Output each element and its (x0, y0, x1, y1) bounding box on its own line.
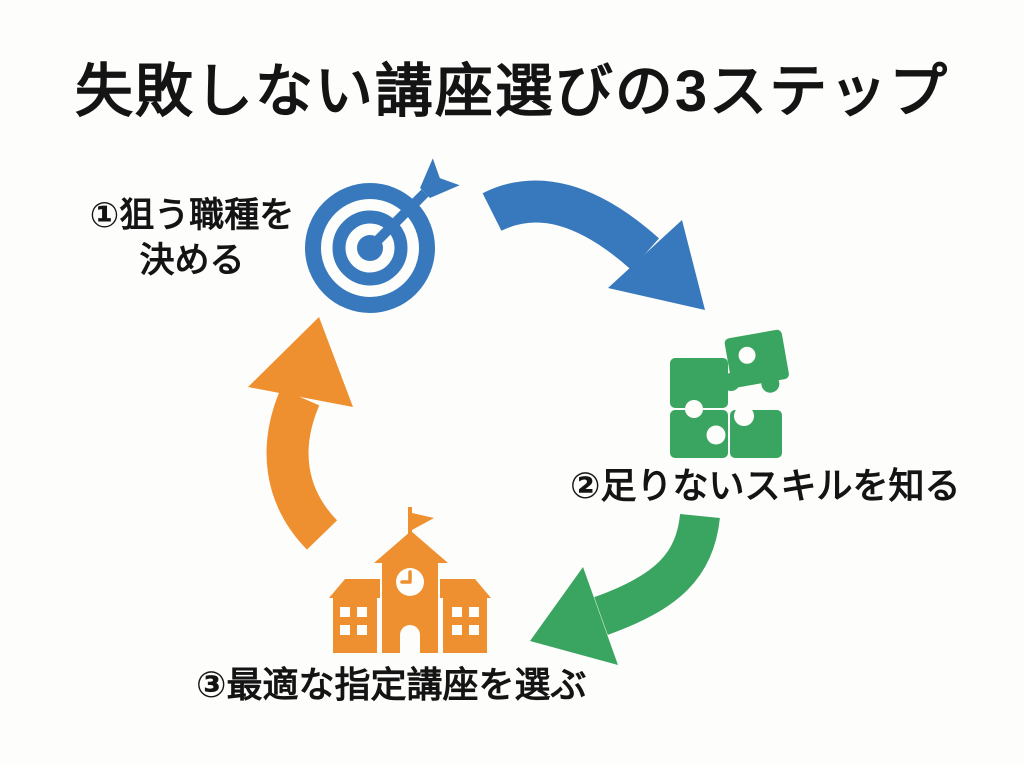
right-wing-roof (440, 579, 491, 598)
left-wing (333, 598, 377, 653)
step1-label: ①狙う職種を 決める (89, 196, 295, 280)
puzzle-notch (734, 406, 754, 426)
arrow-head (530, 567, 618, 665)
puzzle-notch (738, 346, 756, 364)
arrow-head (608, 220, 705, 310)
puzzle-piece-top-left (670, 358, 728, 408)
puzzle-icon (670, 329, 789, 458)
arrow-shaft (594, 513, 720, 635)
step2-label: ②足りないスキルを知る (570, 465, 961, 506)
dart-shaft (366, 189, 429, 252)
arrow-shaft (266, 388, 338, 550)
puzzle-tab (761, 374, 780, 393)
puzzle-piece-bottom-left (670, 410, 728, 458)
right-wing-windows (452, 607, 479, 635)
step3-label: ③最適な指定講座を選ぶ (196, 664, 587, 705)
page-title: 失敗しない講座選びの3ステップ (74, 59, 950, 124)
arrow-step3-to-step1 (248, 317, 353, 550)
bullseye-outer-ring (305, 183, 435, 313)
bullseye-middle-ring (332, 210, 408, 286)
flag-pole (408, 507, 412, 545)
arrow-step2-to-step3 (530, 513, 720, 665)
arrow-head (248, 317, 353, 407)
puzzle-piece-top-right-detached (724, 329, 789, 388)
puzzle-notch (685, 400, 703, 418)
tower-roof (374, 531, 448, 563)
door (400, 625, 420, 653)
left-wing-windows (340, 607, 367, 635)
arrow-step1-to-step2 (482, 180, 705, 310)
puzzle-notch (706, 425, 726, 445)
clock-hands (400, 570, 412, 584)
right-wing (443, 598, 487, 653)
arrow-shaft (482, 180, 659, 270)
flag (412, 513, 434, 530)
school-icon (329, 507, 491, 653)
target-icon (305, 158, 460, 313)
left-wing-roof (329, 579, 380, 598)
